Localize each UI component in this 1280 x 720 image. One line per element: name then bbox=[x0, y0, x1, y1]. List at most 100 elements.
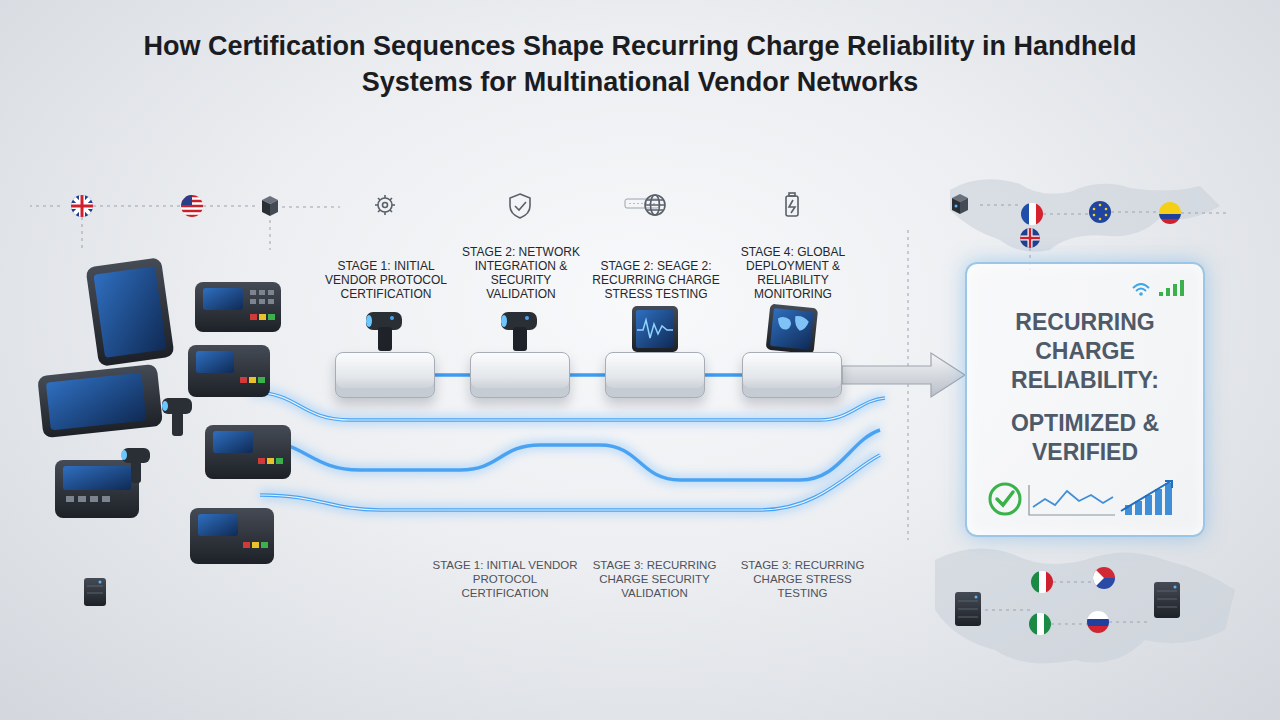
handheld-devices bbox=[258, 377, 265, 383]
handheld-devices bbox=[243, 542, 250, 548]
check-icon bbox=[990, 484, 1020, 514]
flow-arrow bbox=[842, 353, 965, 397]
server-icons bbox=[975, 596, 978, 599]
chart-bar bbox=[1165, 483, 1172, 515]
stage-icons bbox=[510, 194, 530, 218]
handheld-devices bbox=[66, 496, 74, 502]
stage-label: STAGE 1: INITIAL VENDOR PROTOCOL CERTIFI… bbox=[321, 259, 451, 301]
chart-bar bbox=[1155, 489, 1162, 515]
stage-icons bbox=[786, 196, 798, 216]
stage-icons bbox=[786, 193, 798, 216]
flag-icons bbox=[1029, 203, 1036, 225]
stage-platform: STAGE 1: INITIAL VENDOR PROTOCOL CERTIFI… bbox=[335, 352, 435, 398]
stage-caption: STAGE 3: RECURRING CHARGE STRESS TESTING bbox=[730, 558, 875, 600]
platform-devices bbox=[366, 312, 402, 351]
handheld-devices bbox=[252, 542, 259, 548]
handheld-devices bbox=[162, 401, 168, 411]
flag-icons bbox=[1087, 611, 1109, 634]
flow-tubes bbox=[255, 430, 880, 480]
flag-icons bbox=[1105, 208, 1108, 211]
signal-icon bbox=[1129, 276, 1189, 300]
stage-icons bbox=[645, 195, 665, 215]
stage-icons bbox=[383, 203, 388, 208]
flag-icons bbox=[70, 194, 94, 218]
platform-devices bbox=[378, 327, 392, 351]
stage-platform: STAGE 2: NETWORK INTEGRATION & SECURITY … bbox=[470, 352, 570, 398]
flow-connector bbox=[570, 373, 605, 377]
stage-label: STAGE 2: NETWORK INTEGRATION & SECURITY … bbox=[456, 245, 586, 301]
handheld-devices bbox=[85, 257, 174, 367]
handheld-devices bbox=[102, 496, 110, 502]
flag-icons bbox=[1089, 201, 1111, 223]
server-icons bbox=[262, 200, 270, 216]
flow-tubes bbox=[255, 430, 880, 480]
handheld-devices bbox=[46, 373, 146, 431]
result-panel: RECURRING CHARGE RELIABILITY:OPTIMIZED &… bbox=[965, 262, 1205, 537]
handheld-devices bbox=[268, 314, 275, 320]
network-lines bbox=[30, 205, 1230, 624]
flag-icons bbox=[1093, 567, 1104, 589]
flag-icons bbox=[180, 194, 192, 205]
check-icon bbox=[997, 492, 1013, 505]
flag-icons bbox=[70, 194, 94, 218]
flow-tubes bbox=[250, 392, 885, 510]
platform-devices bbox=[766, 304, 819, 355]
handheld-devices bbox=[213, 431, 253, 453]
platform-devices bbox=[501, 315, 507, 327]
flag-icons bbox=[70, 194, 94, 218]
server-icons bbox=[952, 194, 968, 214]
flow-tubes bbox=[250, 392, 885, 510]
handheld-devices bbox=[190, 508, 274, 564]
handheld-devices bbox=[85, 257, 174, 367]
flag-icons bbox=[1159, 202, 1181, 225]
handheld-devices bbox=[195, 282, 281, 332]
platform-devices bbox=[390, 316, 394, 320]
verified-chart-icon bbox=[985, 477, 1185, 521]
server-icons bbox=[1157, 591, 1177, 607]
server-icons bbox=[955, 592, 981, 626]
flag-icons bbox=[1159, 202, 1181, 214]
handheld-devices bbox=[121, 448, 150, 483]
flag-icons bbox=[1044, 613, 1052, 635]
handheld-devices bbox=[188, 345, 270, 397]
signal-icon bbox=[1133, 284, 1149, 291]
handheld-devices bbox=[258, 458, 265, 464]
stage-icons bbox=[510, 194, 530, 218]
flag-icons bbox=[1087, 619, 1109, 626]
stage-label: STAGE 4: GLOBAL DEPLOYMENT & RELIABILITY… bbox=[728, 245, 858, 301]
stage-icons bbox=[789, 193, 795, 196]
flag-icons bbox=[1039, 571, 1046, 593]
handheld-devices bbox=[205, 425, 291, 479]
handheld-devices bbox=[162, 398, 192, 436]
stage-platform: STAGE 4: GLOBAL DEPLOYMENT & RELIABILITY… bbox=[742, 352, 842, 398]
handheld-devices bbox=[249, 377, 256, 383]
flag-icons bbox=[1099, 204, 1102, 207]
network-lines bbox=[985, 582, 1150, 624]
handheld-devices bbox=[196, 351, 234, 373]
handheld-devices bbox=[188, 345, 270, 397]
handheld-devices bbox=[195, 282, 281, 332]
flag-icons bbox=[70, 194, 94, 218]
handheld-devices bbox=[198, 514, 238, 536]
handheld-devices bbox=[162, 398, 192, 414]
platform-devices bbox=[770, 308, 814, 350]
handheld-devices bbox=[66, 496, 110, 502]
flag-icons bbox=[1021, 203, 1029, 225]
flow-tubes bbox=[250, 392, 885, 510]
handheld-devices bbox=[122, 448, 150, 463]
stage-icons bbox=[375, 195, 395, 215]
handheld-devices bbox=[259, 290, 265, 295]
flag-icons bbox=[1029, 613, 1052, 635]
flag-icons bbox=[1105, 214, 1108, 217]
server-icons bbox=[958, 601, 978, 617]
stage-caption: STAGE 3: RECURRING CHARGE SECURITY VALID… bbox=[582, 558, 727, 600]
handheld-devices bbox=[37, 364, 163, 438]
flag-icons bbox=[1046, 571, 1054, 593]
flag-icons bbox=[1093, 567, 1115, 589]
diagram-title: How Certification Sequences Shape Recurr… bbox=[110, 28, 1170, 100]
flag-icons bbox=[1037, 613, 1044, 635]
flow-tubes bbox=[260, 455, 880, 510]
handheld-devices bbox=[250, 299, 256, 304]
handheld-devices bbox=[37, 364, 163, 438]
server-icons bbox=[960, 198, 968, 214]
